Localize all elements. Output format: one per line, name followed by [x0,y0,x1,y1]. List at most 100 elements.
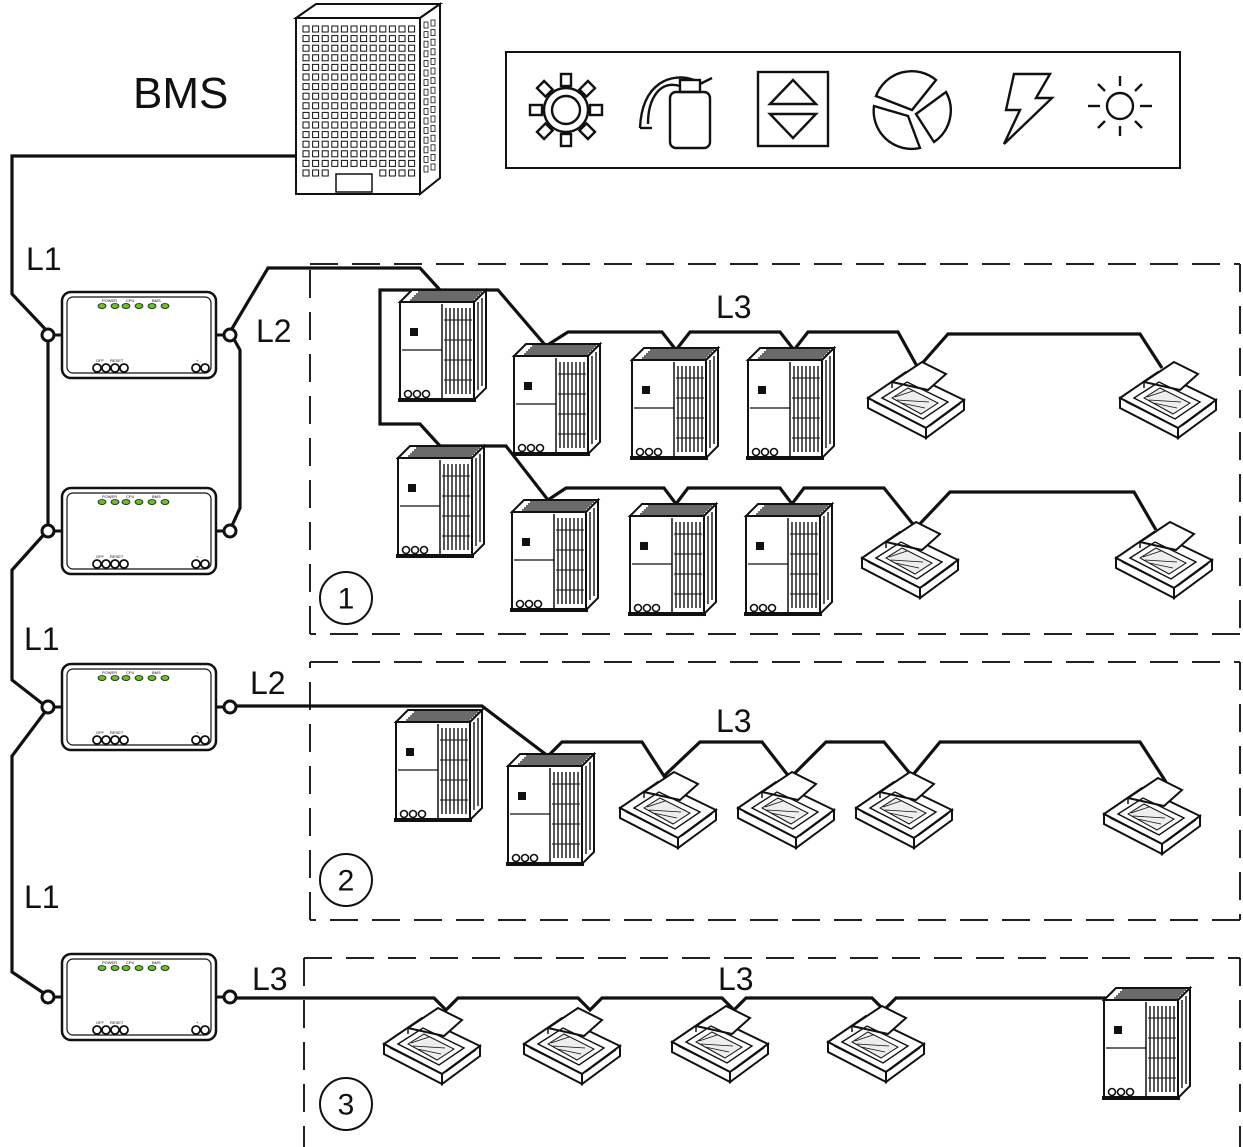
cassette-unit [619,771,717,849]
building-window [369,150,377,158]
building-window [350,150,358,158]
building-window [388,169,396,177]
building-window [369,73,377,81]
building-window [430,125,436,132]
building-window [340,63,348,71]
building-window [423,165,429,173]
gateway-led-label: POWER [102,494,117,499]
building-window [423,40,429,48]
gateway-port-label: RESET [110,358,124,363]
building-window [312,83,320,91]
building-window [423,108,429,115]
building-window [331,25,339,33]
building-window [430,48,436,56]
building-window [388,73,396,81]
line-label-l2: L2 [250,665,286,701]
building-services-panel [505,51,1181,169]
building-window [302,92,310,100]
building-window [340,102,348,110]
building-window [360,102,368,110]
sun-icon [1088,76,1152,136]
cassette-unit [383,1007,481,1085]
building-window [360,63,368,71]
building-window [379,35,387,43]
building-window [430,77,436,84]
building-window [312,121,320,129]
building-window [312,35,320,43]
building-window [350,83,358,91]
building-window [423,127,429,134]
line-labels: L1 L1 L1 L2 L2 L3 L3 L3 L3 [24,241,754,997]
building-window [360,44,368,52]
building-window [408,150,416,158]
building-window [302,54,310,62]
building-window [312,169,320,177]
building-window [408,83,416,91]
zone-number-text: 2 [338,865,355,898]
building-window [430,19,436,27]
fire-extinguisher-icon [638,76,713,150]
building-window [398,63,406,71]
cassette-unit [1115,521,1213,599]
building-window [430,38,436,46]
gateway-port-label: RESET [110,730,124,735]
building-window [350,54,358,62]
building-window [408,121,416,129]
building-window [340,131,348,139]
building-window [350,111,358,119]
building-window [360,25,368,33]
building-window [423,117,429,125]
building-window [331,73,339,81]
building-window [408,25,416,33]
building-window [388,102,396,110]
building-window [331,63,339,71]
building-window [408,35,416,43]
outdoor-units [393,289,1191,1101]
building-window [360,111,368,119]
building-window [360,83,368,91]
gateway-led-label: CPU [126,960,135,965]
gateway-led-label: BMS [152,494,161,499]
building-window [379,63,387,71]
gateway-port-label: OFF [96,554,105,559]
line-label-l1: L1 [24,879,60,915]
line-label-l2: L2 [256,313,292,349]
building-window [321,35,329,43]
building-window [350,44,358,52]
building-window [331,44,339,52]
building-window [379,111,387,119]
building-window [360,140,368,148]
building-window [321,102,329,110]
building-window [379,131,387,139]
building-window [423,21,429,29]
building-window [350,102,358,110]
gateway-led-label: POWER [102,298,117,303]
gateway-led-label: BMS [152,960,161,965]
building-window [423,146,429,154]
building-window [423,155,429,163]
zone-1-frame [309,263,1241,635]
building-window [379,102,387,110]
building-window [321,54,329,62]
building-window [388,140,396,148]
outdoor-unit [509,499,599,613]
building-window [312,159,320,167]
building-window [312,54,320,62]
building-window [388,44,396,52]
building-window [321,169,329,177]
wiring [10,154,1168,1013]
building-window [388,35,396,43]
building-window [331,83,339,91]
building-window [360,131,368,139]
building-window [379,92,387,100]
building-window [360,73,368,81]
building-window [379,150,387,158]
building-window [369,111,377,119]
building-window [398,44,406,52]
building-window [350,73,358,81]
building-window [340,159,348,167]
building-window [321,111,329,119]
building-window [379,140,387,148]
building-window [398,102,406,110]
building-window [379,73,387,81]
